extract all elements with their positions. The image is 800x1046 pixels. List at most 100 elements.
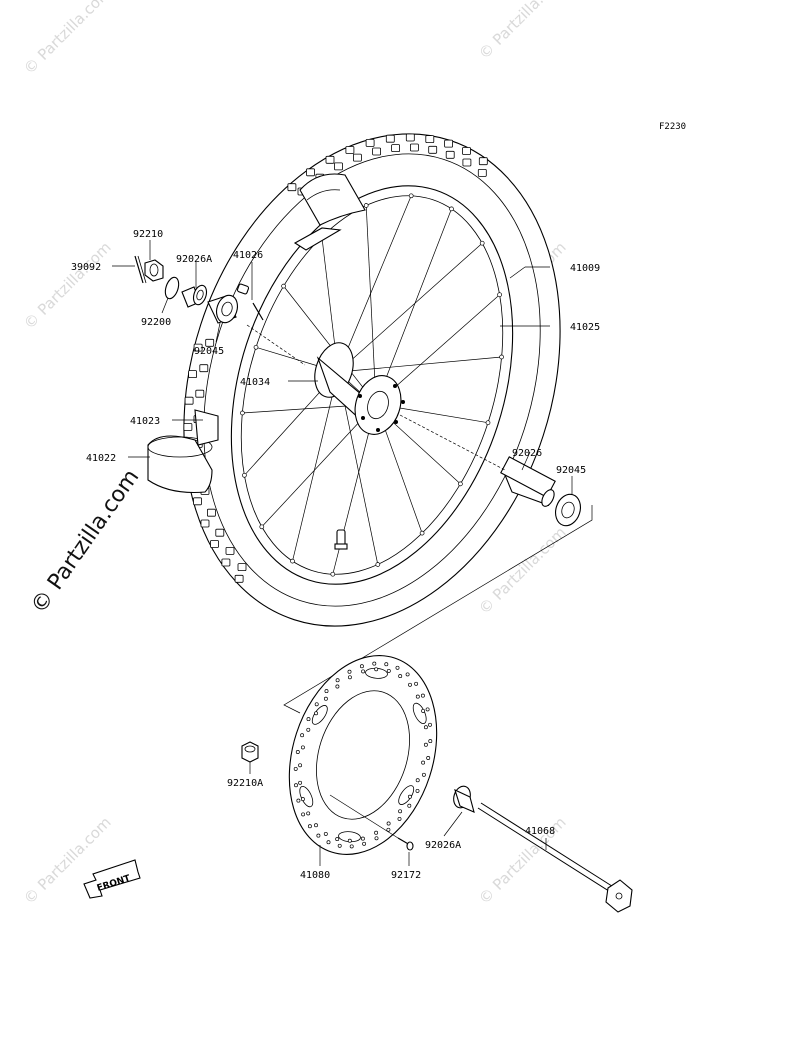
tread-block [184,396,194,405]
tread-block [237,563,247,571]
disc-hole [293,766,298,771]
hub-icon [314,342,405,435]
watermark-7: © Partzilla.com [475,813,570,908]
disc-hole [337,843,342,848]
disc-hole [298,763,303,768]
part-label-92026: 92026 [512,448,542,459]
disc-bolt-centerline [329,794,399,839]
leader-92045-top [215,322,221,343]
axle-nut-icon [144,259,164,282]
disc-hole [306,811,311,816]
tread-block [385,134,395,143]
part-label-41022: 41022 [86,453,116,464]
disc-hole [298,780,303,785]
brake-disc-icon [288,655,438,855]
disc-hole [314,711,319,716]
disc-hole [323,831,328,836]
tire-inner-edge [203,153,541,607]
disc-hole [405,672,410,677]
disc-hole [398,674,403,679]
disc-hole [398,809,403,814]
part-label-39092: 39092 [71,262,101,273]
disc-hole [428,722,432,727]
part-label-92026A-top: 92026A [176,254,212,265]
tread-block [428,145,438,154]
disc-hole [426,756,431,760]
spoke-nipple-mark [242,472,247,478]
tread-block [210,540,219,548]
spoke-nipple-mark [253,344,259,350]
tread-block [195,389,205,398]
front-arrow-icon: FRONT [83,859,141,899]
leader-92026A-bottom [443,811,463,837]
tread-block [372,147,382,156]
leader-41009-tip [509,266,526,279]
tread-block [391,144,401,153]
tread-block [352,153,362,162]
bolt-icon [397,837,414,851]
spoke-nipple-mark [449,206,454,212]
disc-hole [423,742,428,747]
spoke-nipple-mark [259,524,265,530]
part-label-41023: 41023 [130,416,160,427]
disc-hole [335,678,340,683]
tread-block [425,135,435,144]
spoke-line [375,208,452,405]
disc-hole [347,838,352,843]
disc-hole [374,667,379,672]
disc-hole [335,837,340,842]
spoke-nipple-mark [497,292,502,298]
spoke-nipple-mark [330,571,336,577]
disc-hole [386,668,391,673]
spoke-nipple-mark [499,354,504,360]
leader-92200 [161,297,169,314]
disc-hole [347,675,352,680]
collar-bottom-icon [453,785,475,813]
valve-stem-icon [334,529,348,550]
tread-block [205,338,215,347]
spoke-nipple-mark [290,558,295,564]
disc-hole [397,816,402,821]
tread-block [199,364,209,373]
spoke-line [337,371,461,485]
disc-hole [421,708,426,713]
spoke-nipple-mark [281,283,286,289]
tread-block [206,508,216,517]
part-labels: 41009 41025 41026 41034 41023 41022 9221… [71,229,600,881]
disc-hole [316,833,321,838]
leader-92026 [521,451,531,471]
tread-block [193,497,202,506]
explode-connector [283,505,593,714]
spoke-nipple-mark [240,410,245,416]
tread-block [225,547,235,555]
rim-band-icon [194,409,219,446]
tread-block [234,574,244,583]
part-label-41026: 41026 [233,250,263,261]
tread-block [445,150,455,159]
wheel-assembly [183,133,561,627]
tread-block [306,168,315,177]
disc-hole [407,794,412,799]
disc-hole [314,823,318,828]
disc-hole [359,664,364,669]
tread-block [183,423,193,431]
disc-hole [362,841,367,846]
washer-icon [164,276,180,300]
tread-block [325,155,335,164]
disc-hole [386,821,391,826]
disc-hole [296,798,301,803]
tread-block [477,168,487,177]
disc-hole [415,788,420,793]
disc-hole [374,836,379,841]
watermark-3: © Partzilla.com [20,238,115,333]
tread-block [215,528,225,537]
disc-hole [349,844,354,849]
disc-hole [300,745,305,750]
tread-block [334,162,343,171]
spoke-line [337,195,412,373]
spoke-nipple-mark [458,481,463,487]
disc-hole [301,812,306,817]
part-label-92045-right: 92045 [556,465,586,476]
disc-hole [300,797,305,802]
disc-hole [306,727,311,732]
